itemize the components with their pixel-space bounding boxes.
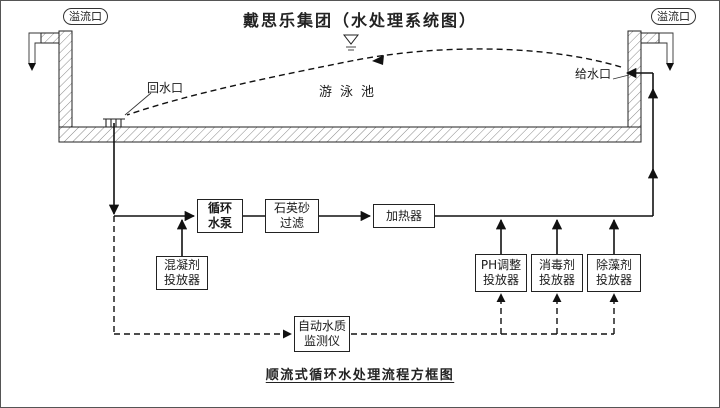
return-grate-icon xyxy=(103,92,152,127)
box-label: 循环 xyxy=(207,201,232,215)
box-heater: 加热器 xyxy=(373,204,435,228)
box-label: 投放器 xyxy=(538,273,575,287)
box-label: 水泵 xyxy=(207,216,232,230)
box-label: 投放器 xyxy=(163,273,200,287)
box-ph-adjust-doser: PH调整 投放器 xyxy=(475,254,527,292)
box-label: 过滤 xyxy=(279,216,304,230)
supply-outlet-label: 给水口 xyxy=(575,67,612,81)
box-label: 投放器 xyxy=(595,273,632,287)
overflow-label-right: 溢流口 xyxy=(651,8,696,25)
box-water-quality-monitor: 自动水质 监测仪 xyxy=(294,316,350,352)
page-title: 戴思乐集团（水处理系统图） xyxy=(242,11,477,30)
box-label: PH调整 xyxy=(480,258,522,272)
overflow-label-left: 溢流口 xyxy=(63,8,108,25)
box-circulation-pump: 循环 水泵 xyxy=(197,199,243,233)
box-label: 除藻剂 xyxy=(595,258,632,272)
pool-flow-curve-icon xyxy=(126,48,622,116)
box-disinfectant-doser: 消毒剂 投放器 xyxy=(531,254,583,292)
box-label: 加热器 xyxy=(385,208,422,223)
box-coagulant-doser: 混凝剂 投放器 xyxy=(156,256,208,290)
doser-feed-arrows xyxy=(176,218,620,256)
overflow-drain-left-icon xyxy=(28,32,60,71)
main-piping xyxy=(108,67,659,222)
box-label: 投放器 xyxy=(482,273,519,287)
box-label: 监测仪 xyxy=(303,334,340,348)
box-quartz-sand-filter: 石英砂 过滤 xyxy=(265,199,319,233)
box-label: 自动水质 xyxy=(297,319,346,333)
pool-name-label: 游泳池 xyxy=(319,85,383,100)
monitoring-control-lines xyxy=(113,216,619,339)
diagram-caption: 顺流式循环水处理流程方框图 xyxy=(265,368,455,383)
box-algaecide-doser: 除藻剂 投放器 xyxy=(587,254,641,292)
box-label: 消毒剂 xyxy=(538,258,575,272)
pool-structure-icon xyxy=(58,30,642,143)
box-label: 石英砂 xyxy=(273,201,310,215)
box-label: 混凝剂 xyxy=(163,258,200,272)
overflow-drain-right-icon xyxy=(640,32,674,71)
water-surface-icon xyxy=(342,34,360,51)
supply-inlet-icon xyxy=(612,74,630,80)
return-outlet-label: 回水口 xyxy=(147,81,184,95)
